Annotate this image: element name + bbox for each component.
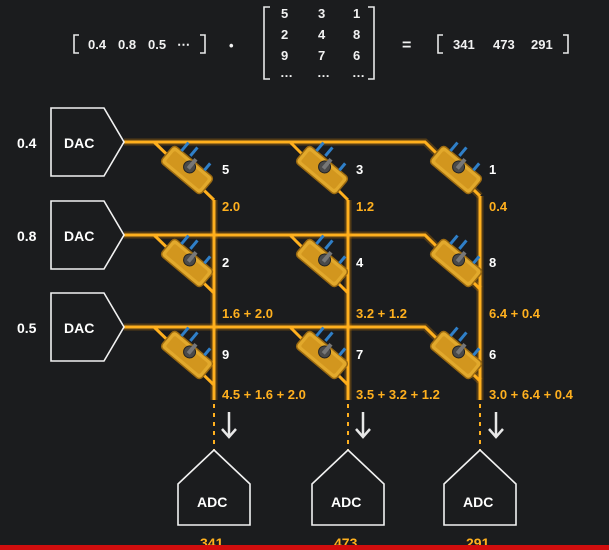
video-progress-bar — [0, 545, 609, 550]
input-vector-right-bracket — [200, 34, 206, 54]
down-arrow-icon — [488, 412, 504, 439]
input-value-label: 0.4 — [17, 135, 37, 151]
partial-sum-label: 3.2 + 1.2 — [356, 306, 407, 321]
cell-weight: 8 — [489, 255, 496, 270]
down-arrows — [221, 412, 504, 439]
partial-sum-label: 2.0 — [222, 199, 240, 214]
dac-label: DAC — [64, 228, 94, 244]
partial-sum-label: 6.4 + 0.4 — [489, 306, 541, 321]
result-vector-left-bracket — [437, 34, 443, 54]
input-value-label: 0.8 — [17, 228, 37, 244]
partial-sum-label: 3.0 + 6.4 + 0.4 — [489, 387, 574, 402]
matrix: 5 3 1 2 4 8 9 7 6 … … … — [280, 6, 365, 80]
equals-sign: = — [402, 37, 411, 54]
partial-sum-label: 1.6 + 2.0 — [222, 306, 273, 321]
matrix-cell: 9 — [281, 48, 288, 63]
input-vector-left-bracket — [73, 34, 79, 54]
adc-label: ADC — [463, 494, 493, 510]
matrix-cell: 3 — [318, 6, 325, 21]
matrix-cell: 1 — [353, 6, 360, 21]
input-values: 0.4 0.8 0.5 — [17, 135, 37, 336]
crossbar-cells — [159, 134, 493, 381]
cell-weight: 1 — [489, 162, 496, 177]
dot-operator: • — [229, 38, 234, 53]
cell-weight: 6 — [489, 347, 496, 362]
adc-converters: ADC ADC ADC — [177, 448, 517, 526]
partial-sum-label: 3.5 + 3.2 + 1.2 — [356, 387, 440, 402]
dac-box: DAC — [50, 200, 125, 270]
input-vector-entry: 0.8 — [118, 37, 136, 52]
dac-box: DAC — [50, 292, 125, 362]
matrix-cell: 6 — [353, 48, 360, 63]
input-vector-entry: ⋯ — [177, 37, 190, 52]
adc-label: ADC — [331, 494, 361, 510]
adc-box: ADC — [443, 448, 517, 526]
result-vector-right-bracket — [563, 34, 569, 54]
matrix-cell: … — [317, 65, 330, 80]
cell-weight: 3 — [356, 162, 363, 177]
adc-box: ADC — [177, 448, 251, 526]
cell-weights: 5 3 1 2 4 8 9 7 6 — [222, 162, 496, 362]
result-vector-entry: 473 — [493, 37, 515, 52]
partial-sum-label: 0.4 — [489, 199, 508, 214]
matrix-cell: … — [280, 65, 293, 80]
input-vector-entry: 0.5 — [148, 37, 166, 52]
potentiometer-icon — [428, 134, 493, 196]
matrix-cell: 8 — [353, 27, 360, 42]
equation: 0.4 0.8 0.5 ⋯ • 5 3 1 2 4 8 9 7 6 … … … … — [73, 6, 569, 80]
cell-weight: 7 — [356, 347, 363, 362]
partial-sum-label: 4.5 + 1.6 + 2.0 — [222, 387, 306, 402]
cell-weight: 2 — [222, 255, 229, 270]
partial-sum-label: 1.2 — [356, 199, 374, 214]
matrix-cell: 7 — [318, 48, 325, 63]
matrix-right-bracket — [368, 6, 375, 80]
input-value-label: 0.5 — [17, 320, 37, 336]
cell-weight: 4 — [356, 255, 364, 270]
matrix-cell: 4 — [318, 27, 326, 42]
matrix-cell: 2 — [281, 27, 288, 42]
down-arrow-icon — [221, 412, 237, 439]
cell-weight: 9 — [222, 347, 229, 362]
result-vector-entry: 291 — [531, 37, 553, 52]
input-vector-entry: 0.4 — [88, 37, 107, 52]
cell-weight: 5 — [222, 162, 229, 177]
dac-label: DAC — [64, 135, 94, 151]
adc-label: ADC — [197, 494, 227, 510]
adc-box: ADC — [311, 448, 385, 526]
matrix-cell: … — [352, 65, 365, 80]
dac-box: DAC — [50, 107, 125, 177]
matrix-cell: 5 — [281, 6, 288, 21]
dac-label: DAC — [64, 320, 94, 336]
down-arrow-icon — [355, 412, 371, 439]
matrix-left-bracket — [263, 6, 270, 80]
result-vector-entry: 341 — [453, 37, 475, 52]
partial-sums: 2.0 1.2 0.4 1.6 + 2.0 3.2 + 1.2 6.4 + 0.… — [222, 199, 574, 402]
dac-converters: DAC DAC DAC — [50, 107, 125, 362]
